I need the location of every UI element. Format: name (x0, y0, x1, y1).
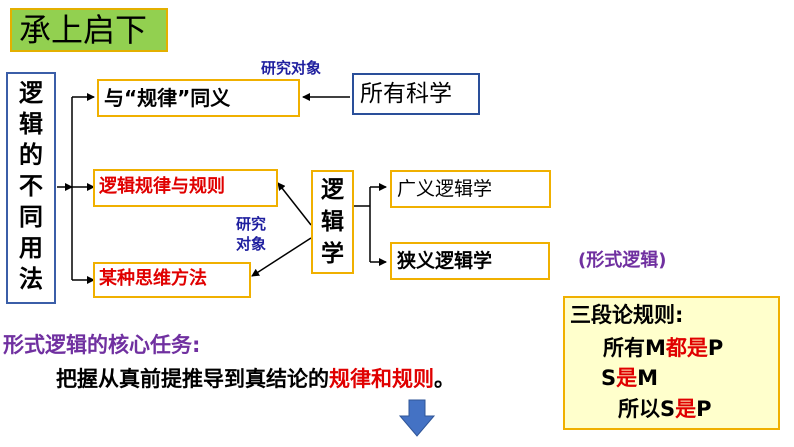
meaning-law-box (97, 79, 300, 117)
thinking-method-box (93, 262, 251, 298)
syllogism-line-1-c: P (707, 336, 724, 360)
left-label-char: 用 (19, 234, 43, 262)
logic-rules-label: 逻辑规律与规则 (99, 176, 225, 197)
narrow-logic-label: 狭义逻辑学 (397, 250, 493, 272)
logic-box (311, 170, 354, 274)
broad-logic-label: 广义逻辑学 (397, 178, 493, 200)
logic-label: 逻辑学 (311, 174, 354, 270)
core-task-title: 形式逻辑的核心任务: (3, 333, 201, 357)
left-label-char: 逻 (19, 79, 43, 107)
core-task-body: 把握从真前提推导到真结论的 (56, 367, 329, 391)
logic-label-char: 学 (321, 241, 344, 267)
title-box (10, 8, 168, 52)
all-science-label: 所有科学 (360, 81, 452, 107)
left-label-char: 法 (19, 265, 43, 293)
logic-rules-box (93, 169, 278, 207)
broad-logic-box (390, 170, 551, 208)
left-label: 逻辑的不同用法 (6, 78, 56, 295)
syllogism-line-1-a: 所有M (603, 336, 666, 360)
logic-label-char: 辑 (321, 209, 344, 235)
research-object-side-line: 对象 (236, 235, 267, 253)
all-science-box (352, 73, 480, 115)
syllogism-line-3-a: 所以S (618, 397, 676, 421)
research-object-side-line: 研究 (236, 215, 267, 233)
core-task-line: 把握从真前提推导到真结论的规律和规则。 (56, 364, 455, 394)
core-task-highlight: 规律和规则 (329, 367, 434, 391)
formal-logic-note: (形式逻辑) (578, 250, 667, 271)
syllogism-line-2-a: S (601, 366, 617, 390)
syllogism-line-1-b: 都是 (665, 336, 708, 360)
title: 承上启下 (19, 11, 148, 49)
syllogism-title: 三段论规则: (570, 303, 684, 327)
connector-arrow (277, 182, 312, 226)
core-task-end: 。 (434, 367, 455, 391)
left-label-char: 同 (19, 203, 43, 231)
syllogism-line-2: S是M (601, 363, 658, 393)
left-label-char: 辑 (19, 110, 43, 138)
logic-label-char: 逻 (321, 177, 344, 203)
syllogism-line-3: 所以S是P (618, 394, 712, 424)
narrow-logic-box (390, 242, 550, 280)
left-label-char: 不 (19, 172, 43, 200)
thinking-method-label: 某种思维方法 (99, 268, 207, 289)
syllogism-line-2-c: M (637, 366, 659, 390)
syllogism-box (563, 296, 780, 430)
connector-arrow (251, 237, 312, 277)
research-object-top-label: 研究对象 (261, 59, 322, 77)
left-label-char: 的 (19, 141, 43, 169)
research-object-side-label: 研究对象 (236, 214, 266, 254)
syllogism-line-2-b: 是 (616, 366, 638, 390)
syllogism-line-1: 所有M都是P (603, 333, 723, 363)
syllogism-line-3-b: 是 (675, 397, 697, 421)
meaning-law-label: 与“规律”同义 (104, 86, 231, 110)
syllogism-line-3-c: P (696, 397, 712, 421)
left-label-box (6, 72, 56, 304)
